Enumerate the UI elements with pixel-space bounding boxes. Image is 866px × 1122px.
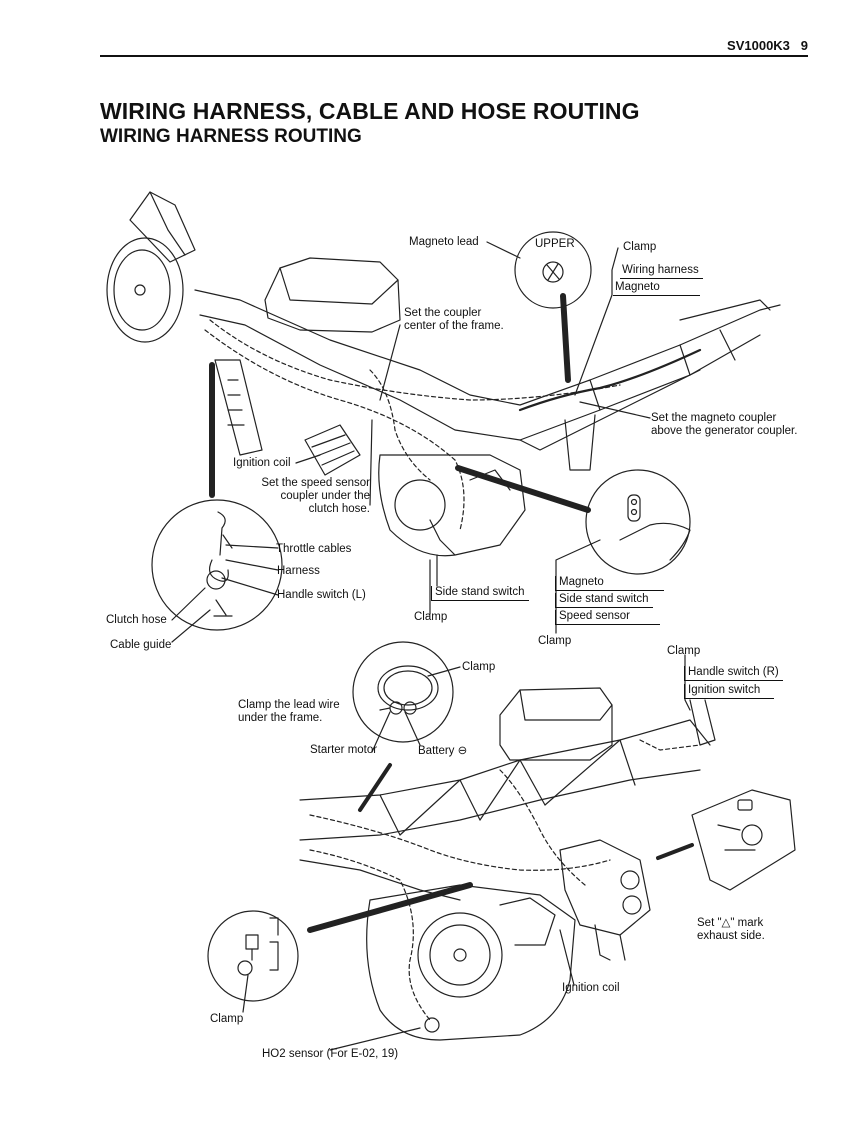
label-clamp-right: Clamp — [538, 635, 572, 647]
label-magneto-right: Magneto — [555, 576, 664, 591]
label-ignition-switch: Ignition switch — [684, 684, 775, 699]
label-magneto-top: Magneto — [613, 281, 700, 296]
label-ignition-coil-top: Ignition coil — [233, 457, 291, 469]
header-rule — [100, 55, 808, 57]
page-title: WIRING HARNESS, CABLE AND HOSE ROUTING — [100, 98, 640, 124]
label-clamp-lead-wire: Clamp the lead wire under the frame. — [238, 699, 340, 724]
label-set-mark: Set "△" mark exhaust side. — [697, 917, 765, 942]
lower-frame-drawing — [299, 687, 716, 1041]
section-subtitle: WIRING HARNESS ROUTING — [100, 126, 362, 147]
page-header: SV1000K3 9 — [727, 38, 808, 53]
label-wiring-harness: Wiring harness — [620, 264, 703, 279]
label-throttle-cables: Throttle cables — [276, 543, 352, 555]
clamp-detail-circle — [207, 910, 299, 1013]
label-upper: UPPER — [535, 238, 575, 250]
page-number: 9 — [800, 38, 808, 53]
label-clamp-bottom: Clamp — [210, 1013, 244, 1025]
manual-code: SV1000K3 — [727, 38, 790, 53]
label-side-stand-switch-right: Side stand switch — [555, 593, 653, 608]
label-set-coupler: Set the coupler center of the frame. — [404, 307, 504, 332]
label-ho2-sensor: HO2 sensor (For E-02, 19) — [262, 1048, 399, 1060]
label-harness: Harness — [277, 565, 320, 577]
label-clamp-mid: Clamp — [414, 611, 448, 623]
label-side-stand-switch-mid: Side stand switch — [431, 586, 529, 601]
upper-frame-drawing — [106, 191, 781, 557]
label-clutch-hose: Clutch hose — [106, 614, 167, 626]
label-ignition-coil-bottom: Ignition coil — [562, 982, 620, 994]
label-set-speed-sensor: Set the speed sensor coupler under the c… — [261, 477, 370, 515]
upper-detail-circle — [514, 231, 592, 309]
label-clamp-top: Clamp — [623, 241, 657, 253]
magneto-detail-circle — [585, 469, 691, 575]
lower-callout-lines — [307, 654, 694, 1051]
label-clamp-circle: Clamp — [462, 661, 496, 673]
label-starter-motor: Starter motor — [310, 744, 378, 756]
label-magneto-lead: Magneto lead — [409, 236, 479, 248]
battery-detail-circle — [352, 641, 454, 743]
label-speed-sensor: Speed sensor — [555, 610, 660, 625]
label-set-magneto-coupler: Set the magneto coupler above the genera… — [651, 412, 798, 437]
label-clamp-upper-right: Clamp — [667, 645, 701, 657]
label-cable-guide: Cable guide — [110, 639, 172, 651]
throttle-detail-circle — [151, 499, 283, 643]
mark-detail-drawing — [691, 789, 796, 891]
label-handle-switch-l: Handle switch (L) — [277, 589, 366, 601]
upper-callout-lines — [209, 241, 651, 634]
label-battery: Battery ⊖ — [418, 745, 468, 757]
label-handle-switch-r: Handle switch (R) — [684, 666, 783, 681]
